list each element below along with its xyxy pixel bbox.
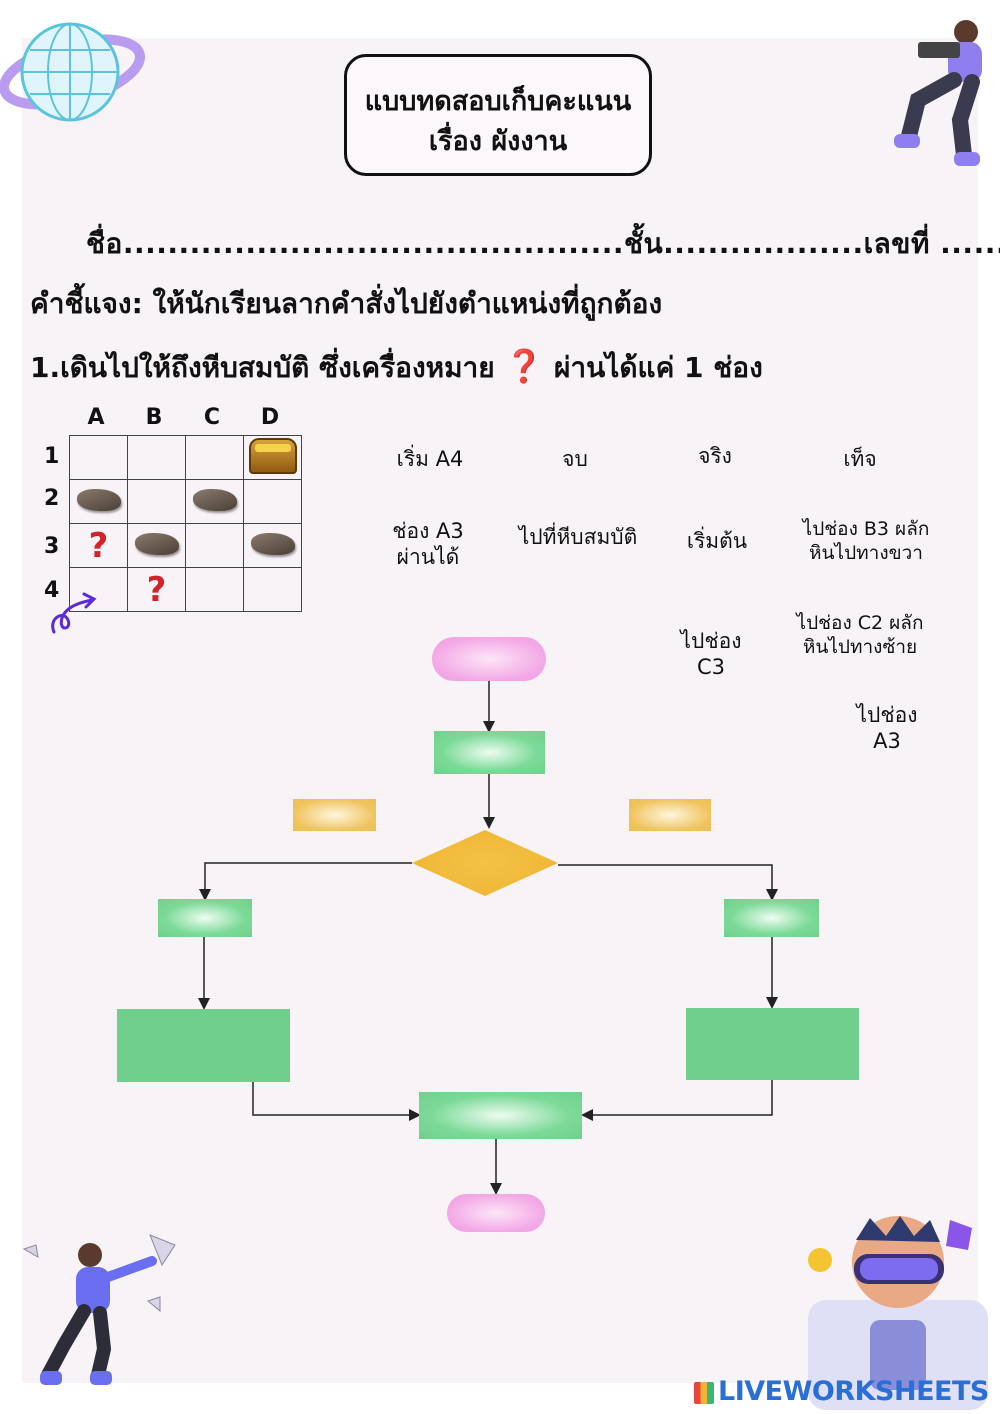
flowchart-start-terminator[interactable] (432, 637, 546, 681)
logo-text: LIVEWORKSHEETS (718, 1376, 989, 1407)
flowchart-label-slot-left[interactable] (293, 799, 376, 831)
flowchart-action-right[interactable] (686, 1008, 859, 1080)
flowchart-end-terminator[interactable] (447, 1194, 545, 1232)
flowchart-decision[interactable] (410, 828, 560, 898)
logo-mark-icon (694, 1382, 714, 1404)
flowchart-process-1[interactable] (434, 731, 545, 774)
flowchart-process-final[interactable] (419, 1092, 582, 1139)
flowchart-process-right[interactable] (724, 899, 819, 937)
flowchart-label-slot-right[interactable] (629, 799, 711, 831)
flowchart-process-left[interactable] (158, 899, 252, 937)
flowchart-action-left[interactable] (117, 1009, 290, 1082)
liveworksheets-logo: LIVEWORKSHEETS (694, 1376, 989, 1407)
